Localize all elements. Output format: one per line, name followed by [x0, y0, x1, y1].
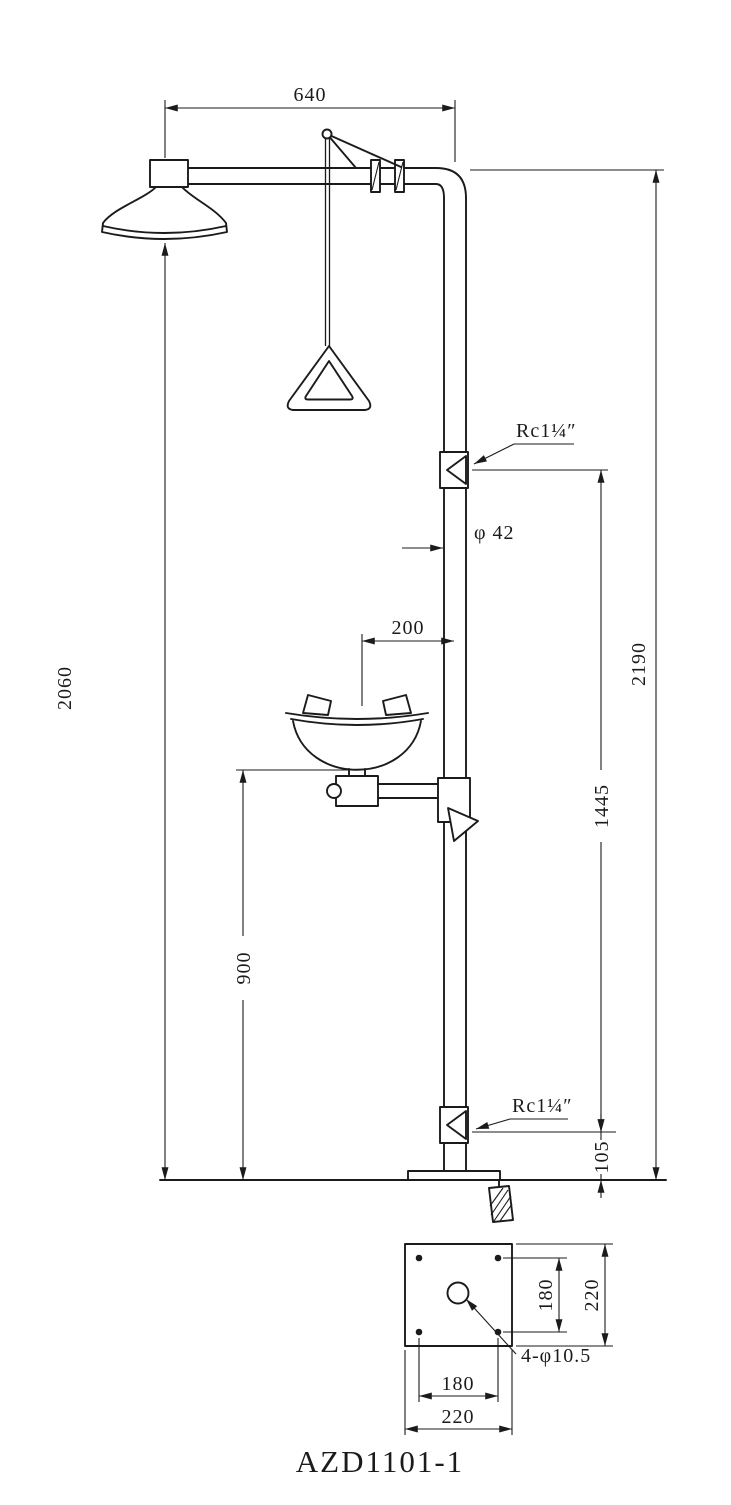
dim-plan-size-h: 220 — [442, 1406, 475, 1428]
label-anchor-holes-group: 4-φ10.5 — [465, 1298, 591, 1367]
eyewash-assembly — [285, 694, 479, 842]
dim-overall-height-right-group: 2190 — [470, 169, 664, 1180]
eyewash-bowl — [292, 720, 422, 771]
dim-plan-bolt-spacing-h-group: 180 — [418, 1338, 499, 1402]
pull-rod — [324, 138, 331, 346]
lower-inlet-fitting — [439, 1106, 469, 1144]
pipe-hole — [446, 1281, 470, 1305]
riser-pipe — [443, 197, 467, 1181]
label-upper-connection: Rc1¼″ — [516, 420, 577, 442]
label-lower-connection: Rc1¼″ — [512, 1095, 573, 1117]
label-pipe-diameter: φ 42 — [474, 522, 515, 544]
label-anchor-holes: 4-φ10.5 — [521, 1345, 591, 1367]
dim-plan-size-v-group: 220 — [516, 1243, 613, 1347]
pull-handle — [286, 345, 372, 411]
shower-head — [101, 159, 228, 240]
anchor-hole — [415, 1254, 423, 1262]
eyewash-nozzle-left — [302, 694, 332, 716]
label-pipe-diameter-group: φ 42 — [402, 522, 515, 552]
dim-plan-bolt-spacing-v: 180 — [535, 1279, 557, 1312]
eyewash-valve — [335, 775, 379, 807]
dim-top-width: 640 — [294, 84, 327, 106]
anchor-hole — [494, 1328, 502, 1336]
activation-lever — [321, 128, 402, 169]
dim-overall-height-left: 2060 — [54, 666, 76, 710]
dim-inlet-height-group: 105 — [590, 1114, 613, 1198]
dim-inlet-height: 105 — [591, 1141, 613, 1174]
eyewash-nozzle-right — [382, 694, 412, 716]
dim-plan-size-h-group: 220 — [404, 1350, 513, 1435]
push-paddle — [447, 807, 479, 842]
upper-inlet-fitting — [439, 451, 469, 489]
pipe-union — [370, 159, 405, 193]
dim-top-width-group: 640 — [164, 84, 456, 162]
foot-pedal — [488, 1179, 514, 1223]
base-plate-plan — [404, 1243, 513, 1347]
dim-plan-size-v: 220 — [581, 1279, 603, 1312]
label-lower-connection-group: Rc1¼″ — [475, 1095, 573, 1130]
dim-eyewash-height: 900 — [233, 952, 255, 985]
label-upper-connection-group: Rc1¼″ — [473, 420, 577, 465]
base-plate-elevation — [407, 1170, 501, 1181]
anchor-hole — [494, 1254, 502, 1262]
dim-overall-height-right: 2190 — [628, 642, 650, 686]
drawing-title: AZD1101-1 — [296, 1444, 464, 1479]
dim-fitting-span: 1445 — [591, 784, 613, 828]
dim-overall-height-left-group: 2060 — [54, 243, 169, 1180]
dim-fitting-span-group: 1445 — [472, 469, 616, 1133]
anchor-hole — [415, 1328, 423, 1336]
dim-eyewash-height-group: 900 — [232, 769, 350, 1180]
dim-eyewash-offset: 200 — [392, 617, 425, 639]
shower-elbow — [149, 159, 189, 188]
dim-eyewash-offset-group: 200 — [361, 617, 454, 706]
dim-plan-bolt-spacing-h: 180 — [442, 1373, 475, 1395]
dim-plan-bolt-spacing-v-group: 180 — [503, 1257, 567, 1333]
